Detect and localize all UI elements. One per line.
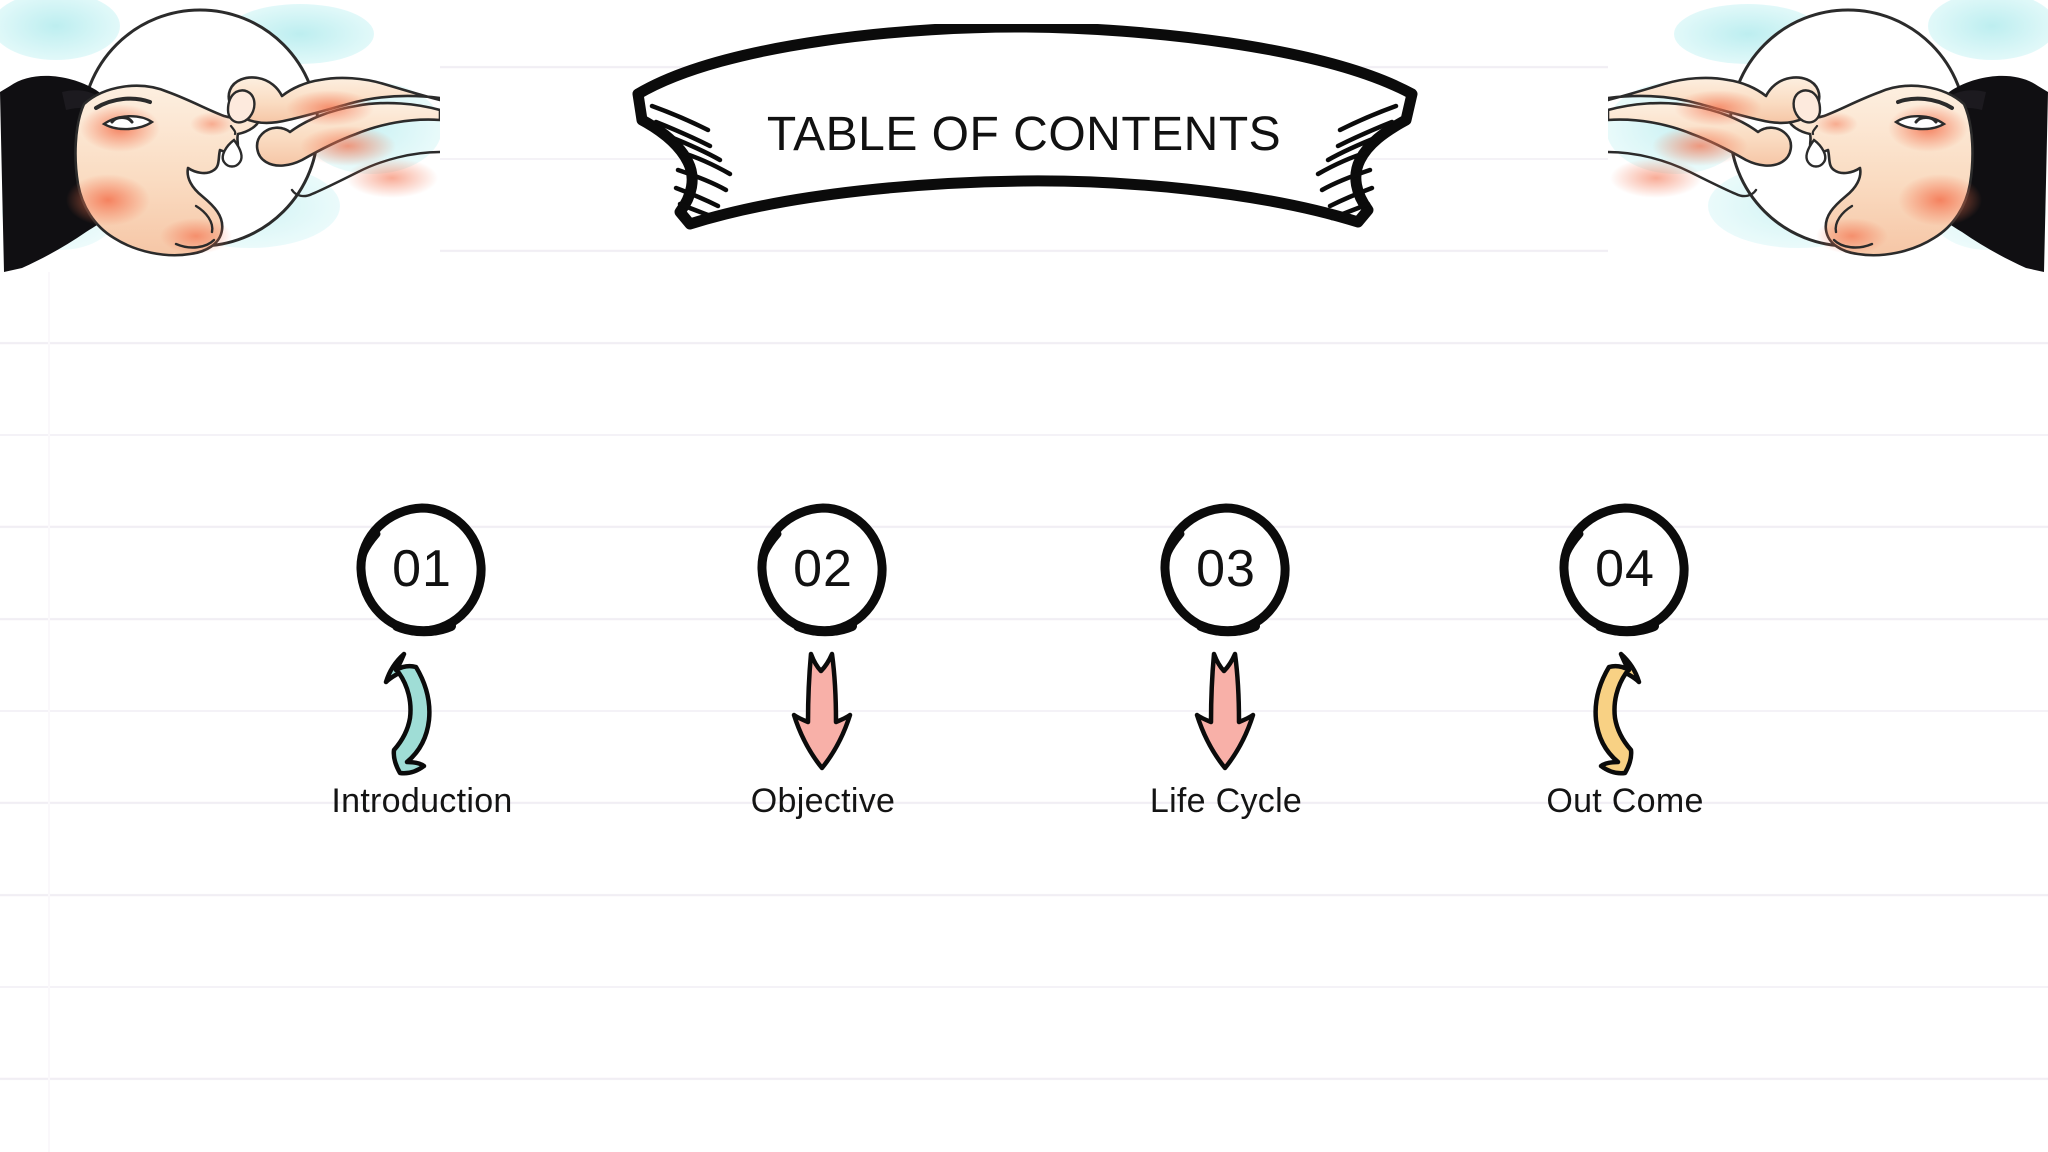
step-number-circle-02: 02 xyxy=(754,500,892,638)
eye-drop-illustration-left xyxy=(0,0,440,272)
step-label: Objective xyxy=(750,782,896,820)
step-arrow-curved-right-01 xyxy=(352,646,492,776)
step-arrow-straight-down-02 xyxy=(753,646,893,776)
toc-step-04[interactable]: 04 Out Come xyxy=(1485,500,1765,821)
step-number-circle-03: 03 xyxy=(1157,500,1295,638)
banner: TABLE OF CONTENTS xyxy=(616,24,1432,236)
step-label: Life Cycle xyxy=(1149,782,1303,820)
step-label: Introduction xyxy=(331,782,513,820)
eye-drop-illustration-right xyxy=(1608,0,2048,272)
step-number-circle-04: 04 xyxy=(1556,500,1694,638)
step-label: Out Come xyxy=(1546,782,1704,820)
step-arrow-straight-down-03 xyxy=(1156,646,1296,776)
toc-steps: 01 Introduction 02 xyxy=(0,500,2048,920)
toc-step-03[interactable]: 03 Life Cycle xyxy=(1086,500,1366,821)
step-number-circle-01: 01 xyxy=(353,500,491,638)
toc-step-01[interactable]: 01 Introduction xyxy=(282,500,562,821)
step-arrow-curved-left-04 xyxy=(1555,646,1695,776)
toc-step-02[interactable]: 02 Objective xyxy=(683,500,963,821)
